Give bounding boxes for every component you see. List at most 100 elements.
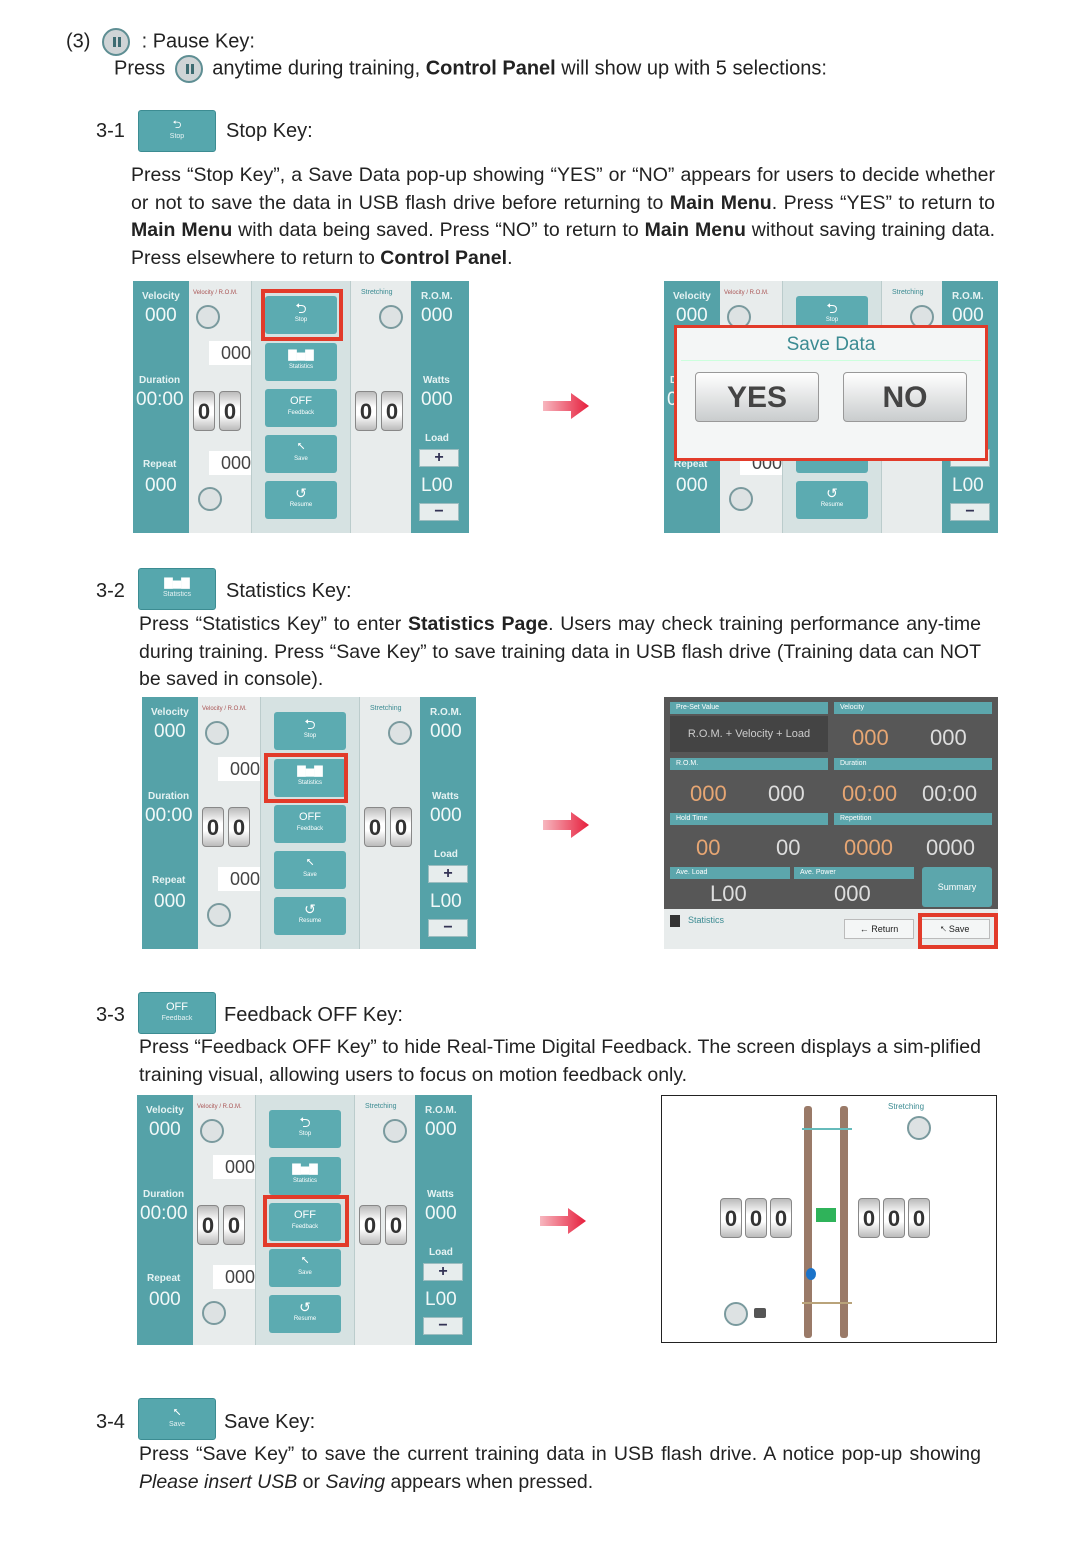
text-segment: Press “Statistics Key” to enter [139, 613, 408, 635]
pause-icon[interactable] [388, 721, 412, 745]
stat-header: R.O.M. [670, 758, 828, 770]
mid-digits: 000 [213, 1265, 257, 1289]
stop-key-icon: ⮌Stop [138, 110, 216, 152]
arrow-right-icon [543, 812, 589, 838]
stat-header: Hold Time [670, 813, 828, 825]
stat-value: 0000 [844, 835, 893, 860]
no-button[interactable]: NO [843, 372, 967, 422]
mid-digits: 000 [213, 1155, 257, 1179]
item-text: Press “Save Key” to save the current tra… [139, 1441, 981, 1496]
right-bar [411, 281, 469, 533]
digit-wheel: 0 [202, 807, 224, 847]
load-plus-button[interactable]: + [419, 449, 459, 467]
load-minus-button[interactable]: − [423, 1317, 463, 1335]
digit-wheel: 0 [193, 391, 215, 431]
text-segment: Main Menu [131, 219, 233, 241]
digit-wheel: 0 [355, 391, 377, 431]
vel-rom-label: Velocity / R.O.M. [202, 706, 247, 712]
save-button[interactable]: ⭦Save [274, 851, 346, 889]
pause-icon [102, 28, 131, 56]
save-data-screen: Velocity Velocity / R.O.M. 000 000 Durat… [664, 281, 998, 533]
resume-button[interactable]: ↺Resume [274, 897, 346, 935]
velocity-label: Velocity [142, 291, 180, 302]
stat-value: 0000 [926, 835, 975, 860]
resume-button[interactable]: ↺Resume [796, 481, 868, 519]
pause-icon[interactable] [907, 1116, 931, 1140]
item-number: 3-1 [96, 120, 125, 142]
resume-button[interactable]: ↺Resume [269, 1295, 341, 1333]
stat-header: Velocity [834, 702, 992, 714]
load-value: L00 [952, 475, 984, 496]
save-button[interactable]: ⭦Save [265, 435, 337, 473]
volume-icon[interactable] [729, 487, 753, 511]
resume-button[interactable]: ↺Resume [265, 481, 337, 519]
save-button[interactable]: ⭦ Save [920, 919, 990, 939]
intro-post-a: anytime during training, [212, 57, 421, 80]
load-minus-button[interactable]: − [419, 503, 459, 521]
digit-wheel: 0 [390, 807, 412, 847]
load-minus-button[interactable]: − [950, 503, 990, 521]
velocity-label: Velocity [673, 291, 711, 302]
volume-icon[interactable] [724, 1302, 748, 1326]
item-text: Press “Statistics Key” to enter Statisti… [139, 611, 981, 694]
feedback-off-screen: Stretching 0 0 0 0 0 0 [661, 1095, 997, 1343]
stop-button[interactable]: ⮌Stop [265, 296, 337, 334]
statistics-button[interactable]: ▇▅▇Statistics [265, 343, 337, 381]
volume-icon[interactable] [202, 1301, 226, 1325]
stat-value: 000 [834, 881, 871, 906]
highlight-box [918, 913, 998, 949]
gear-icon[interactable] [205, 721, 229, 745]
return-button[interactable]: ← Return [844, 919, 914, 939]
statistics-button[interactable]: ▇▅▇Statistics [274, 759, 346, 797]
load-minus-button[interactable]: − [428, 919, 468, 937]
digit-wheel: 0 [359, 1205, 381, 1245]
stop-button[interactable]: ⮌Stop [269, 1110, 341, 1148]
popup-title: Save Data [786, 334, 876, 355]
stat-page-icon [670, 915, 680, 927]
stat-header: Ave. Power [794, 867, 914, 879]
save-button[interactable]: ⭦Save [269, 1249, 341, 1287]
mid-digits: 000 [209, 451, 253, 475]
statistics-button[interactable]: ▇▅▇Statistics [269, 1157, 341, 1195]
stat-value: L00 [710, 881, 747, 906]
volume-icon[interactable] [198, 487, 222, 511]
pause-icon[interactable] [383, 1119, 407, 1143]
velocity-value: 000 [676, 305, 708, 326]
gear-icon[interactable] [196, 305, 220, 329]
rom-value: 000 [425, 1119, 457, 1140]
stat-value: 000 [930, 725, 967, 750]
load-plus-button[interactable]: + [428, 865, 468, 883]
summary-button[interactable]: Summary [922, 867, 992, 907]
gear-icon[interactable] [200, 1119, 224, 1143]
load-value: L00 [425, 1289, 457, 1310]
left-bar [142, 697, 198, 949]
stat-value: 00:00 [922, 781, 978, 806]
digit-wheel: 0 [858, 1198, 880, 1238]
save-key-icon: ⭦Save [138, 1398, 216, 1440]
load-plus-button[interactable]: + [423, 1263, 463, 1281]
rom-value: 000 [952, 305, 984, 326]
digit-wheel: 0 [219, 391, 241, 431]
marker [806, 1268, 816, 1280]
pause-icon[interactable] [379, 305, 403, 329]
highlight-box [264, 753, 348, 803]
digit-wheel: 0 [223, 1205, 245, 1245]
item-title: Save Key: [224, 1411, 316, 1433]
text-segment: Saving [325, 1470, 386, 1493]
digit-wheel: 0 [381, 391, 403, 431]
yes-button[interactable]: YES [695, 372, 819, 422]
stop-button[interactable]: ⮌Stop [274, 712, 346, 750]
stat-value: 000 [852, 725, 889, 750]
digit-wheel: 0 [883, 1198, 905, 1238]
right-bar [415, 1095, 472, 1345]
right-bar [420, 697, 476, 949]
volume-icon[interactable] [207, 903, 231, 927]
repeat-value: 000 [145, 475, 177, 496]
velocity-label: Velocity [151, 707, 189, 718]
stat-page-label: Statistics [688, 915, 725, 925]
repeat-value: 000 [149, 1289, 181, 1310]
stat-header: Repetition [834, 813, 992, 825]
